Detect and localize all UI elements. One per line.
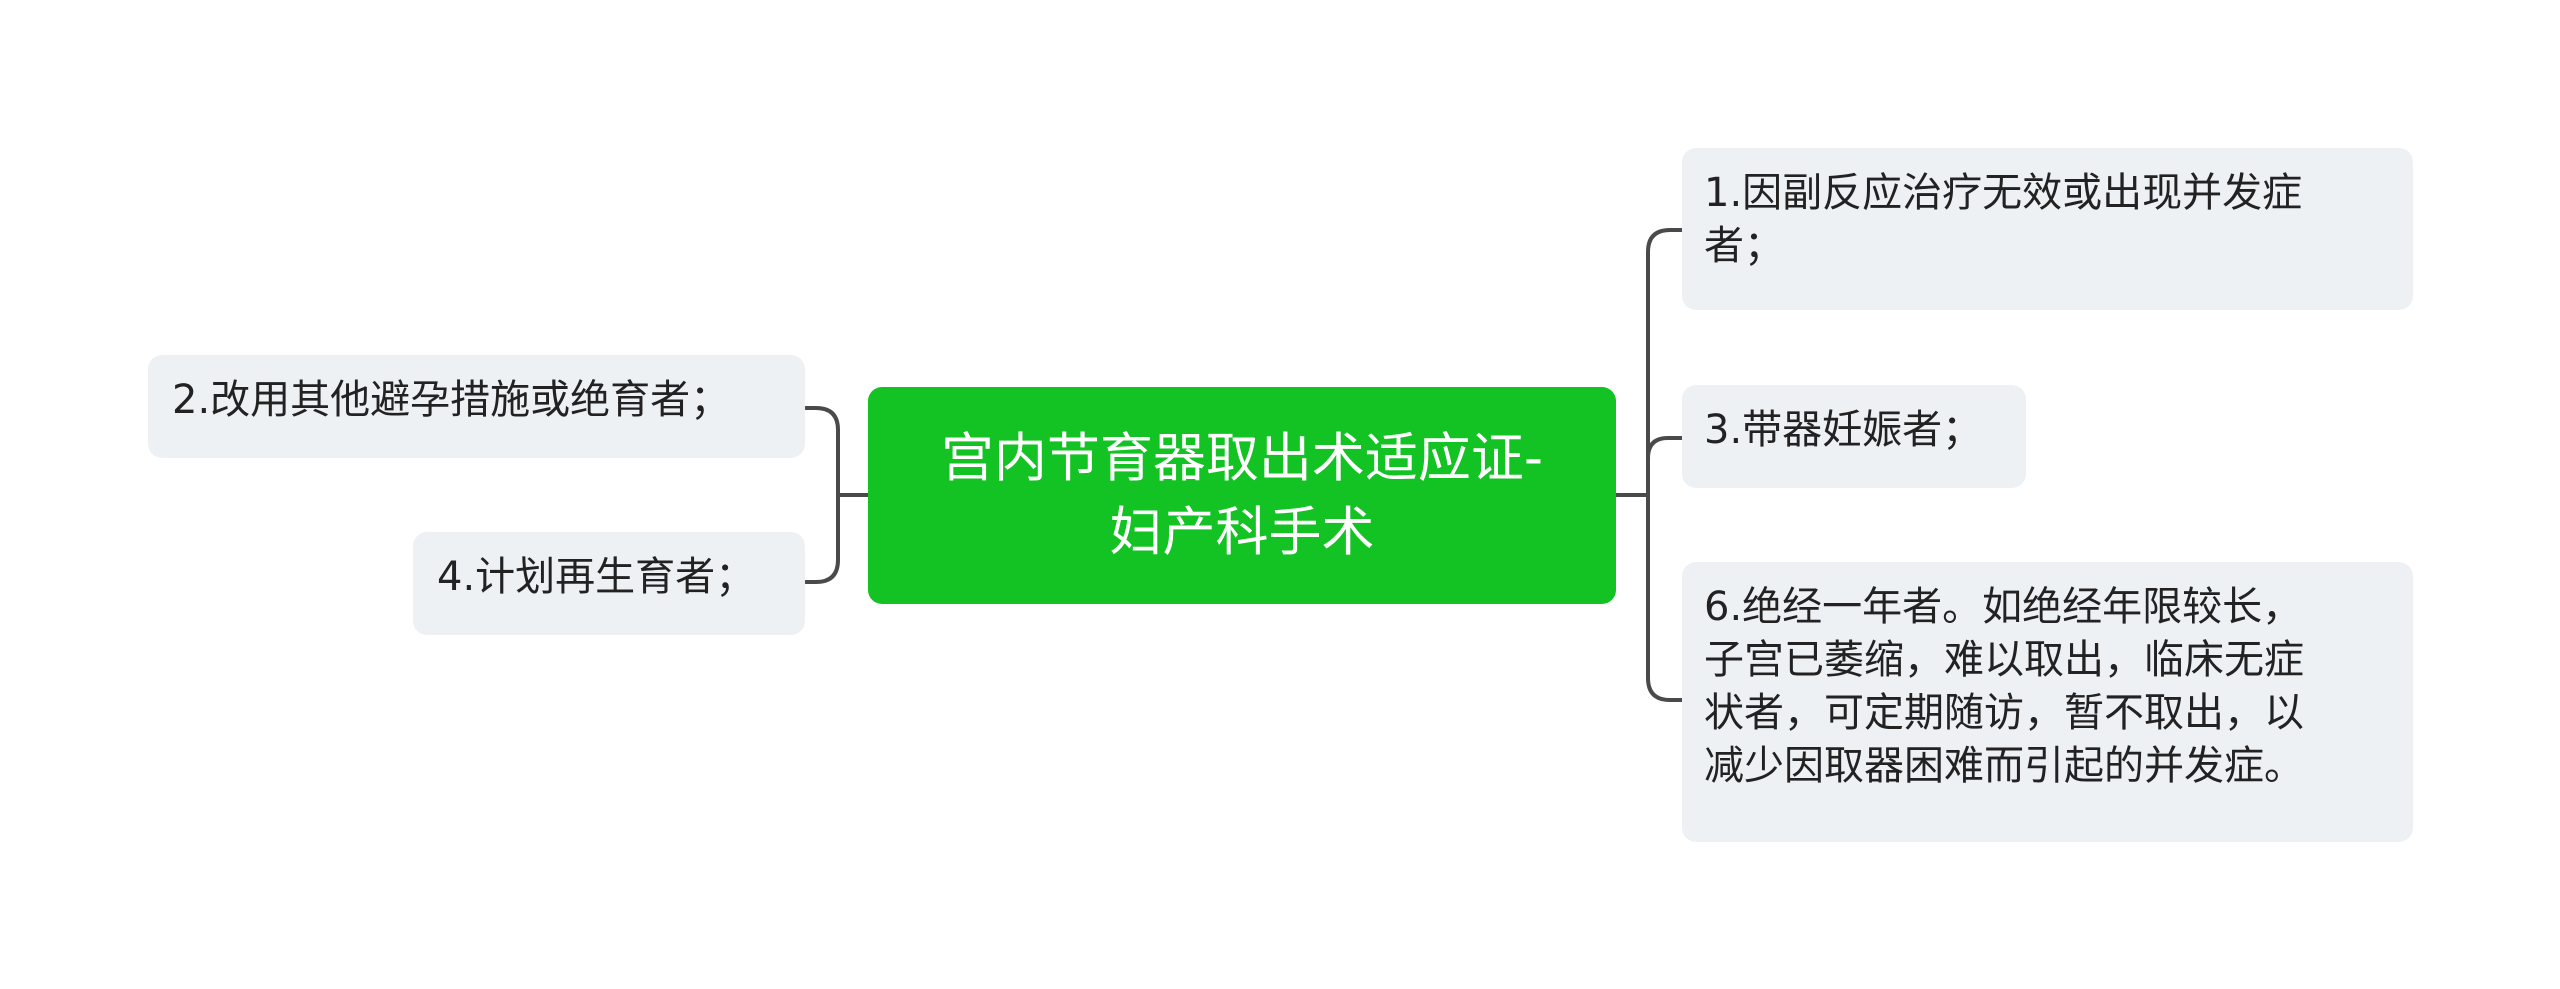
connector-left-lower [804, 493, 840, 584]
right-node-1[interactable]: 1.因副反应治疗无效或出现并发症 者； [1682, 148, 2413, 310]
connector-right-top [1646, 228, 1684, 497]
connector-right-bottom [1646, 493, 1684, 702]
right-node-1-line-1: 1.因副反应治疗无效或出现并发症 [1704, 170, 2303, 216]
left-node-4[interactable]: 4.计划再生育者； [413, 532, 805, 635]
connector-right-middle [1646, 436, 1684, 497]
left-node-2-text: 2.改用其他避孕措施或绝育者； [172, 377, 731, 423]
right-node-6[interactable]: 6.绝经一年者。如绝经年限较长， 子宫已萎缩，难以取出，临床无症 状者，可定期随… [1682, 562, 2413, 842]
left-node-2[interactable]: 2.改用其他避孕措施或绝育者； [148, 355, 805, 458]
right-node-6-line-2: 子宫已萎缩，难以取出，临床无症 [1704, 637, 2304, 683]
central-topic-line-1: 宫内节育器取出术适应证- [940, 427, 1544, 489]
central-topic-line-2: 妇产科手术 [1109, 501, 1375, 563]
right-node-6-line-1: 6.绝经一年者。如绝经年限较长， [1704, 584, 2303, 630]
right-node-3[interactable]: 3.带器妊娠者； [1682, 385, 2026, 488]
right-node-6-line-3: 状者，可定期随访，暂不取出，以 [1704, 690, 2304, 736]
right-node-3-line-1: 3.带器妊娠者； [1704, 407, 1983, 453]
right-node-6-line-4: 减少因取器困难而引起的并发症。 [1704, 743, 2304, 789]
central-topic[interactable]: 宫内节育器取出术适应证- 妇产科手术 [868, 387, 1616, 604]
connector-left-upper [804, 406, 840, 497]
left-node-4-text: 4.计划再生育者； [437, 554, 756, 600]
right-node-1-line-2: 者； [1704, 223, 1784, 269]
